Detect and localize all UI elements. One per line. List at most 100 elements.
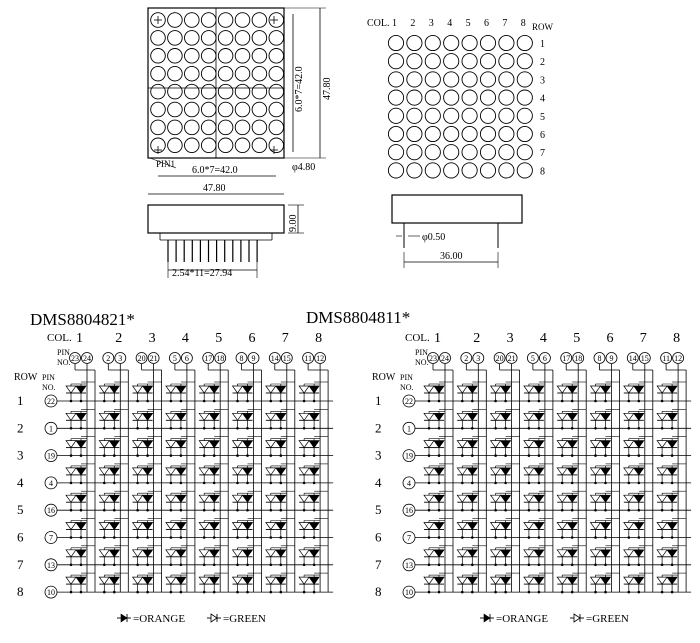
orange-led xyxy=(466,576,478,585)
orange-led xyxy=(566,522,578,531)
orange-led xyxy=(75,494,87,503)
junction-dot xyxy=(79,399,83,403)
orange-led xyxy=(666,440,678,449)
green-led xyxy=(523,385,535,394)
junction-dot xyxy=(471,427,474,430)
junction-dot xyxy=(146,481,149,485)
pinmap-dot xyxy=(443,71,460,88)
pin-circle xyxy=(214,352,227,364)
green-led xyxy=(165,522,177,531)
junction-dot xyxy=(179,399,183,403)
junction-dot xyxy=(212,590,216,594)
junction-dot xyxy=(660,427,664,430)
junction-dot xyxy=(660,454,664,457)
pinmap-dot xyxy=(516,125,533,143)
green-led xyxy=(489,385,502,394)
green-led xyxy=(589,549,602,558)
pin-number: 20 xyxy=(138,354,146,363)
junction-dot xyxy=(279,536,283,539)
junction-dot xyxy=(169,454,173,457)
green-led xyxy=(231,440,244,449)
pinmap-dot xyxy=(406,125,423,143)
junction-dot xyxy=(236,427,239,430)
junction-dot xyxy=(103,590,106,594)
row-pin-label: PIN xyxy=(400,373,413,382)
front-dot xyxy=(268,137,285,154)
pin-circle xyxy=(147,352,160,364)
junction-dot xyxy=(560,399,564,403)
green-led xyxy=(65,549,77,558)
junction-dot xyxy=(79,481,83,485)
green-led xyxy=(623,549,635,558)
junction-dot xyxy=(537,454,541,457)
green-led xyxy=(623,440,635,449)
front-dot xyxy=(234,12,251,28)
pinmap-col-number: 1 xyxy=(392,18,397,29)
orange-led xyxy=(75,576,87,585)
green-led xyxy=(65,494,77,503)
green-led xyxy=(456,467,468,476)
orange-led xyxy=(433,494,445,503)
junction-dot xyxy=(69,563,73,567)
pinmap-dot xyxy=(461,162,478,179)
front-dot xyxy=(184,119,200,136)
green-led xyxy=(423,549,435,558)
green-led-icon xyxy=(210,613,218,623)
orange-led xyxy=(533,412,545,421)
orange-led xyxy=(75,549,87,558)
front-dot xyxy=(217,48,234,64)
junction-dot xyxy=(179,454,183,457)
orange-led xyxy=(633,576,645,585)
green-led xyxy=(489,522,502,531)
pin-number: 24 xyxy=(83,354,91,363)
front-dot xyxy=(150,48,166,64)
side-height: 47.80 xyxy=(322,78,333,101)
front-dots xyxy=(150,12,285,154)
junction-dot xyxy=(212,427,216,430)
junction-dot xyxy=(627,536,631,539)
junction-dot xyxy=(202,536,206,539)
green-led xyxy=(589,576,602,585)
pinmap-dot xyxy=(443,144,460,161)
green-led xyxy=(231,494,244,503)
junction-dot xyxy=(113,508,116,512)
junction-dot xyxy=(437,508,441,512)
green-led xyxy=(198,576,210,585)
orange-led xyxy=(141,549,154,558)
orange-led xyxy=(108,385,120,394)
green-led xyxy=(456,440,468,449)
green-led xyxy=(456,522,468,531)
pin-number: 13 xyxy=(47,561,55,570)
junction-dot xyxy=(202,508,206,512)
front-dot xyxy=(200,48,217,64)
junction-dot xyxy=(236,536,239,539)
pin-diameter: φ0.50 xyxy=(422,232,445,243)
green-led xyxy=(165,576,177,585)
orange-led xyxy=(108,440,120,449)
pinmap-row-number: 8 xyxy=(540,166,545,177)
junction-dot xyxy=(504,508,507,512)
junction-dot xyxy=(246,399,249,403)
pinmap-dot xyxy=(443,53,460,70)
pin-number: 15 xyxy=(283,354,291,363)
junction-dot xyxy=(169,563,173,567)
row-number: 4 xyxy=(17,475,24,490)
junction-dot xyxy=(627,590,631,594)
junction-dot xyxy=(146,427,149,430)
pin-number: 1 xyxy=(49,424,53,433)
orange-led xyxy=(666,494,678,503)
orange-led xyxy=(599,440,612,449)
junction-dot xyxy=(570,536,574,539)
green-led xyxy=(65,412,77,421)
junction-dot xyxy=(494,399,497,403)
pinmap-dot xyxy=(443,34,460,52)
front-dot xyxy=(200,12,217,28)
pinmap-dot xyxy=(406,107,423,124)
orange-led xyxy=(75,385,87,394)
junction-dot xyxy=(269,481,273,485)
pinmap-dot xyxy=(479,107,497,124)
pinmap-dot xyxy=(461,144,478,161)
junction-dot xyxy=(103,481,106,485)
junction-dot xyxy=(269,590,273,594)
pinmap-dot xyxy=(424,89,441,106)
